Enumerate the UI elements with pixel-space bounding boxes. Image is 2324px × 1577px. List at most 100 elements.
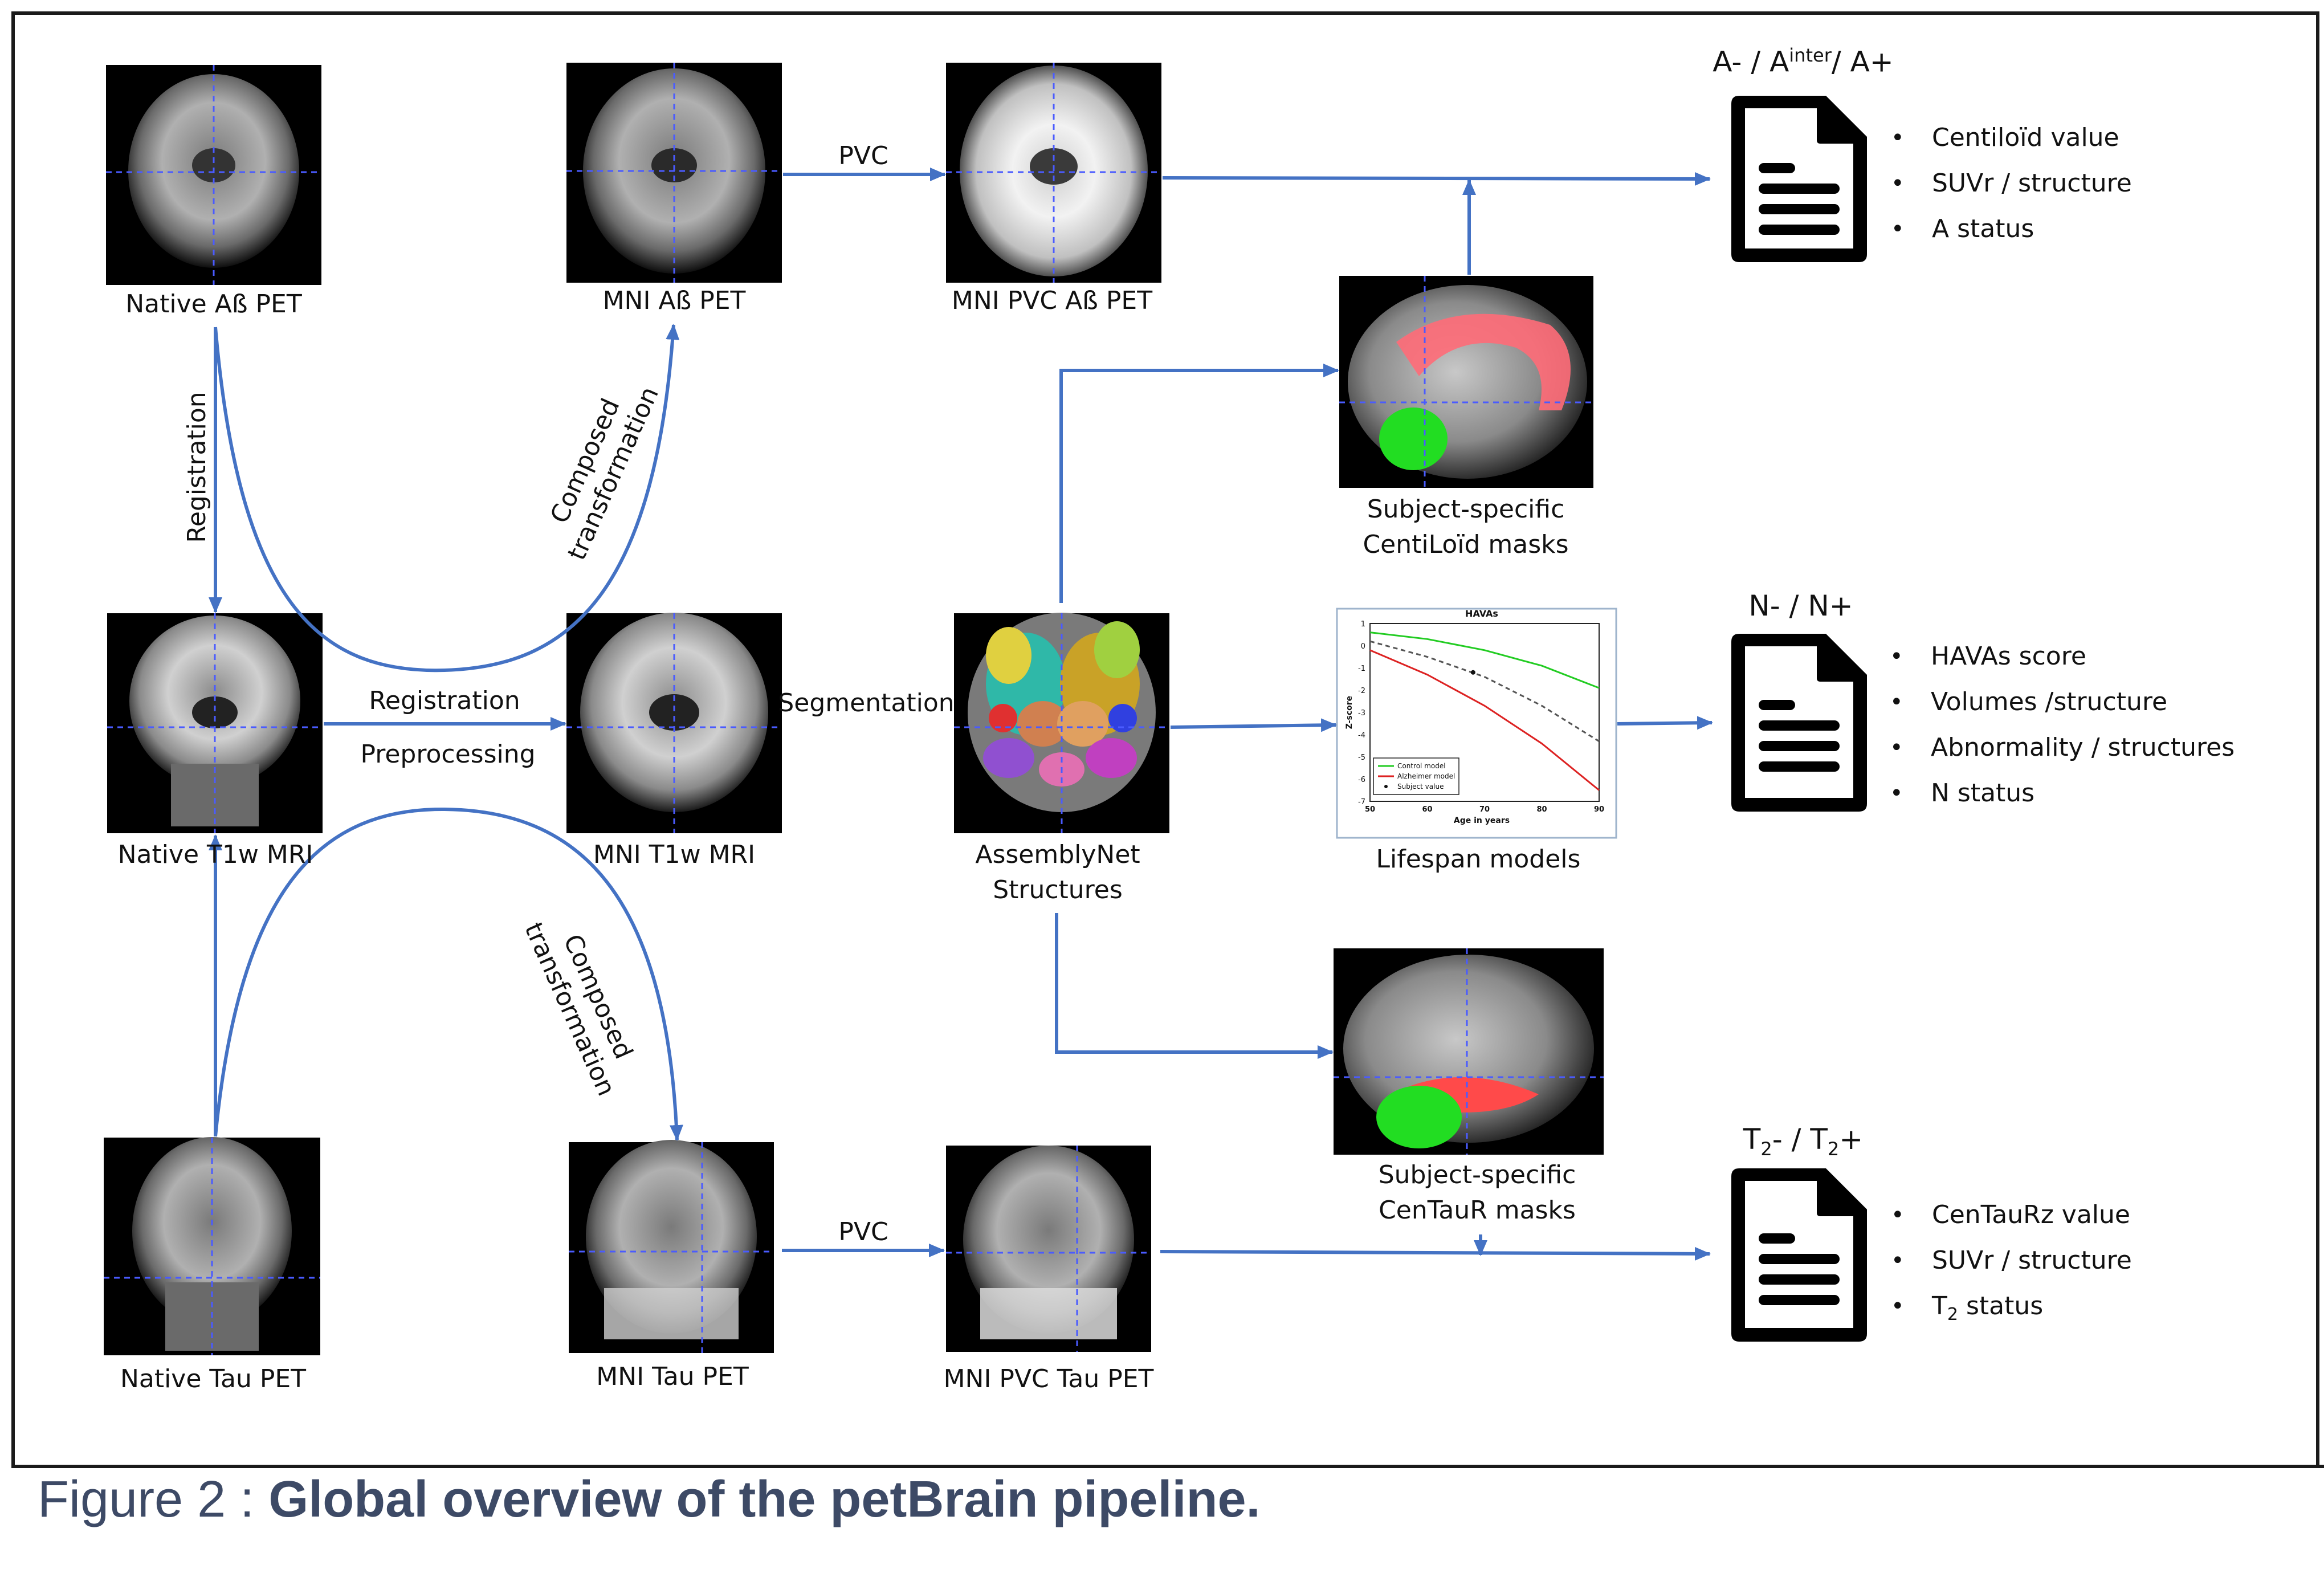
label-lifespan-models: Lifespan models [1376, 845, 1581, 874]
amyloid-title-a: A- / A [1713, 45, 1789, 79]
amyloid-output-title: A- / Ainter/ A+ [1713, 44, 1893, 79]
tau-title-c: + [1839, 1123, 1864, 1156]
caption-prefix: Figure 2 : [38, 1471, 269, 1528]
amyloid-report-document-icon [1731, 96, 1867, 262]
arrow-lifespan-to-report [1617, 716, 1713, 730]
amyloid-title-sup: inter [1789, 44, 1832, 66]
arrow-tau-to-report [1160, 1246, 1711, 1261]
legend-alzheimer-model: Alzheimer model [1397, 772, 1455, 780]
label-assemblynet-line2: Structures [993, 875, 1123, 904]
tau-status-b: status [1958, 1291, 2044, 1321]
native-t1w-mri-image [107, 613, 323, 833]
havas-y-tick-label: 0 [1361, 642, 1365, 651]
label-mni-tau-pet: MNI Tau PET [596, 1362, 749, 1391]
havas-y-tick-label: -2 [1358, 687, 1365, 695]
neuro-output-list: HAVAs score Volumes /structure Abnormali… [1890, 634, 2235, 816]
mni-pvc-tau-pet-image [946, 1146, 1151, 1352]
neuro-item: HAVAs score [1890, 634, 2235, 679]
tau-item: SUVr / structure [1891, 1238, 2132, 1283]
havas-x-tick-label: 60 [1422, 805, 1432, 814]
havas-x-tick-label: 90 [1594, 805, 1604, 814]
arrow-structures-to-centiloid [1059, 364, 1339, 603]
tau-output-title: T2- / T2+ [1743, 1123, 1863, 1160]
label-mni-abeta-pet: MNI Aß PET [602, 286, 746, 315]
havas-series [1369, 631, 1600, 791]
tau-item: CenTauRz value [1891, 1192, 2132, 1238]
havas-chart-title: HAVAs [1465, 608, 1498, 619]
havas-y-tick-label: 1 [1361, 620, 1365, 629]
tau-status-a: T [1932, 1291, 1947, 1321]
havas-y-ticks: 1 0 -1 -2 -3 -4 -5 -6 -7 [1358, 620, 1365, 806]
havas-x-axis-label: Age in years [1454, 816, 1510, 825]
label-centiloid-masks-line2: CentiLoïd masks [1363, 530, 1569, 559]
edge-label-registration: Registration [369, 686, 520, 715]
neuro-output-title: N- / N+ [1748, 589, 1853, 622]
mni-t1w-mri-image [566, 613, 782, 833]
havas-y-tick-label: -7 [1358, 798, 1365, 806]
tau-title-sub1: 2 [1760, 1138, 1772, 1160]
edge-label-segmentation: Segmentation [778, 688, 955, 718]
arrow-composed-top [214, 324, 680, 673]
tau-output-list: CenTauRz value SUVr / structure T2 statu… [1891, 1192, 2132, 1329]
edge-label-preprocessing: Preprocessing [360, 740, 536, 769]
figure-caption: Figure 2 : Global overview of the petBra… [38, 1470, 1261, 1529]
havas-plot-area [1369, 623, 1600, 802]
tau-item-status: T2 status [1891, 1283, 2132, 1329]
legend-subject-value: Subject value [1397, 783, 1444, 790]
assemblynet-structures-image [954, 613, 1169, 833]
caption-title: Global overview of the petBrain pipeline… [268, 1471, 1261, 1528]
label-centaur-masks-line2: CenTauR masks [1379, 1196, 1576, 1225]
havas-series-line [1369, 631, 1600, 689]
edge-label-pvc-bottom: PVC [838, 1217, 888, 1246]
centaur-masks-image [1334, 948, 1604, 1155]
mni-tau-pet-image [569, 1140, 774, 1353]
label-assemblynet-line1: AssemblyNet [975, 840, 1140, 869]
amyloid-output-list: Centiloïd value SUVr / structure A statu… [1891, 115, 2132, 252]
tau-status-sub: 2 [1947, 1304, 1958, 1325]
havas-y-tick-label: -5 [1358, 753, 1365, 762]
mni-pvc-abeta-pet-image [946, 63, 1161, 283]
label-native-t1w-mri: Native T1w MRI [117, 840, 313, 869]
tau-title-b: - / T [1772, 1123, 1828, 1156]
label-native-tau-pet: Native Tau PET [120, 1364, 307, 1393]
neuro-report-document-icon [1731, 634, 1867, 812]
mni-abeta-pet-image [566, 63, 782, 283]
label-mni-pvc-tau-pet: MNI PVC Tau PET [943, 1364, 1154, 1393]
tau-report-document-icon [1731, 1168, 1867, 1342]
label-mni-pvc-abeta-pet: MNI PVC Aß PET [951, 286, 1153, 315]
havas-y-tick-label: -3 [1358, 709, 1365, 718]
caption-divider [11, 1465, 2324, 1468]
neuro-item: N status [1890, 771, 2235, 816]
havas-series-line [1369, 640, 1600, 742]
tau-title-a: T [1743, 1123, 1761, 1156]
havas-x-tick-label: 80 [1536, 805, 1547, 814]
label-mni-t1w-mri: MNI T1w MRI [593, 840, 756, 869]
havas-y-tick-label: -1 [1358, 665, 1365, 673]
native-abeta-pet-image [106, 65, 321, 285]
havas-y-tick-label: -4 [1358, 731, 1365, 740]
tau-title-sub2: 2 [1827, 1138, 1840, 1160]
havas-y-tick-label: -6 [1358, 776, 1365, 784]
amyloid-item: Centiloïd value [1891, 115, 2132, 161]
amyloid-item: SUVr / structure [1891, 161, 2132, 206]
havas-legend: Control model Alzheimer model Subject va… [1373, 757, 1459, 795]
havas-subject-point [1470, 670, 1475, 675]
havas-y-axis-label: Z-score [1345, 696, 1354, 729]
label-centiloid-masks-line1: Subject-specific [1367, 495, 1565, 524]
label-centaur-masks-line1: Subject-specific [1378, 1160, 1576, 1189]
arrow-abeta-to-report [1162, 172, 1711, 186]
arrow-structures-to-lifespan [1170, 718, 1337, 732]
amyloid-item: A status [1891, 206, 2132, 252]
arrow-structures-to-centaur [1055, 913, 1334, 1059]
amyloid-title-b: / A+ [1831, 45, 1894, 79]
label-native-abeta-pet: Native Aß PET [125, 290, 302, 319]
havas-series-line [1369, 649, 1600, 791]
arrow-composed-bottom [214, 807, 683, 1141]
neuro-item: Abnormality / structures [1890, 725, 2235, 771]
centiloid-masks-image [1339, 276, 1593, 488]
legend-control-model: Control model [1397, 762, 1446, 770]
